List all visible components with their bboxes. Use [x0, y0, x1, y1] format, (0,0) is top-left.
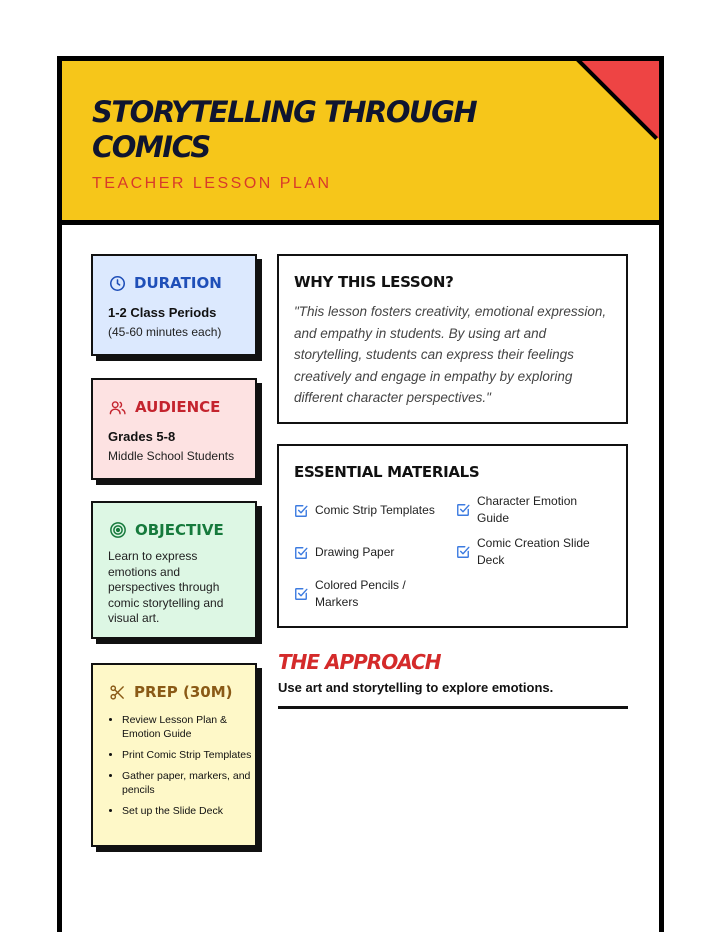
prep-heading: PREP (30M): [109, 683, 233, 701]
material-item: Comic Strip Templates: [294, 502, 454, 519]
prep-item: Review Lesson Plan & Emotion Guide: [122, 713, 262, 741]
objective-text: Learn to express emotions and perspectiv…: [108, 549, 224, 625]
page-title: STORYTELLING THROUGH COMICS: [92, 95, 478, 164]
materials-heading: ESSENTIAL MATERIALS: [294, 463, 480, 481]
checkbox-icon: [294, 504, 308, 518]
prep-item: Set up the Slide Deck: [122, 804, 262, 818]
why-lesson-box: WHY THIS LESSON? "This lesson fosters cr…: [277, 254, 628, 424]
approach-heading: THE APPROACH: [278, 650, 441, 674]
clock-icon: [109, 275, 126, 292]
audience-detail: Middle School Students: [108, 449, 235, 463]
material-label: Colored Pencils / Markers: [315, 578, 406, 609]
prep-label: PREP (30M): [134, 683, 233, 701]
material-label: Comic Strip Templates: [315, 503, 435, 517]
objective-label: OBJECTIVE: [135, 521, 224, 539]
duration-heading: DURATION: [109, 274, 222, 292]
why-heading: WHY THIS LESSON?: [294, 273, 454, 291]
checkbox-icon: [294, 546, 308, 560]
audience-label: AUDIENCE: [135, 398, 221, 416]
why-quote: "This lesson fosters creativity, emotion…: [294, 304, 607, 405]
duration-card: DURATION 1-2 Class Periods (45-60 minute…: [91, 254, 257, 356]
duration-label: DURATION: [134, 274, 222, 292]
header-banner: STORYTELLING THROUGH COMICS TEACHER LESS…: [62, 61, 659, 225]
material-label: Comic Creation Slide Deck: [477, 536, 590, 567]
checkbox-icon: [456, 545, 470, 559]
target-icon: [109, 521, 127, 539]
approach-subtitle: Use art and storytelling to explore emot…: [278, 680, 554, 695]
material-item: Comic Creation Slide Deck: [456, 535, 606, 569]
page-subtitle: TEACHER LESSON PLAN: [92, 175, 332, 192]
material-item: Drawing Paper: [294, 544, 454, 561]
duration-detail: (45-60 minutes each): [108, 325, 222, 339]
objective-heading: OBJECTIVE: [109, 521, 224, 539]
checkbox-icon: [294, 587, 308, 601]
material-label: Character Emotion Guide: [477, 494, 578, 525]
duration-main: 1-2 Class Periods: [108, 305, 217, 320]
approach-divider: [278, 706, 628, 709]
prep-card: PREP (30M) Review Lesson Plan & Emotion …: [91, 663, 257, 847]
checkbox-icon: [456, 503, 470, 517]
material-item: Character Emotion Guide: [456, 493, 606, 527]
audience-card: AUDIENCE Grades 5-8 Middle School Studen…: [91, 378, 257, 480]
audience-heading: AUDIENCE: [109, 398, 220, 416]
prep-item: Gather paper, markers, and pencils: [122, 769, 262, 797]
objective-card: OBJECTIVE Learn to express emotions and …: [91, 501, 257, 639]
users-icon: [109, 399, 127, 416]
prep-item: Print Comic Strip Templates: [122, 748, 262, 762]
material-label: Drawing Paper: [315, 545, 395, 559]
material-item: Colored Pencils / Markers: [294, 577, 434, 611]
materials-box: ESSENTIAL MATERIALS Comic Strip Template…: [277, 444, 628, 628]
audience-main: Grades 5-8: [108, 429, 176, 444]
scissors-icon: [109, 684, 126, 701]
prep-list: Review Lesson Plan & Emotion Guide Print…: [108, 713, 262, 825]
